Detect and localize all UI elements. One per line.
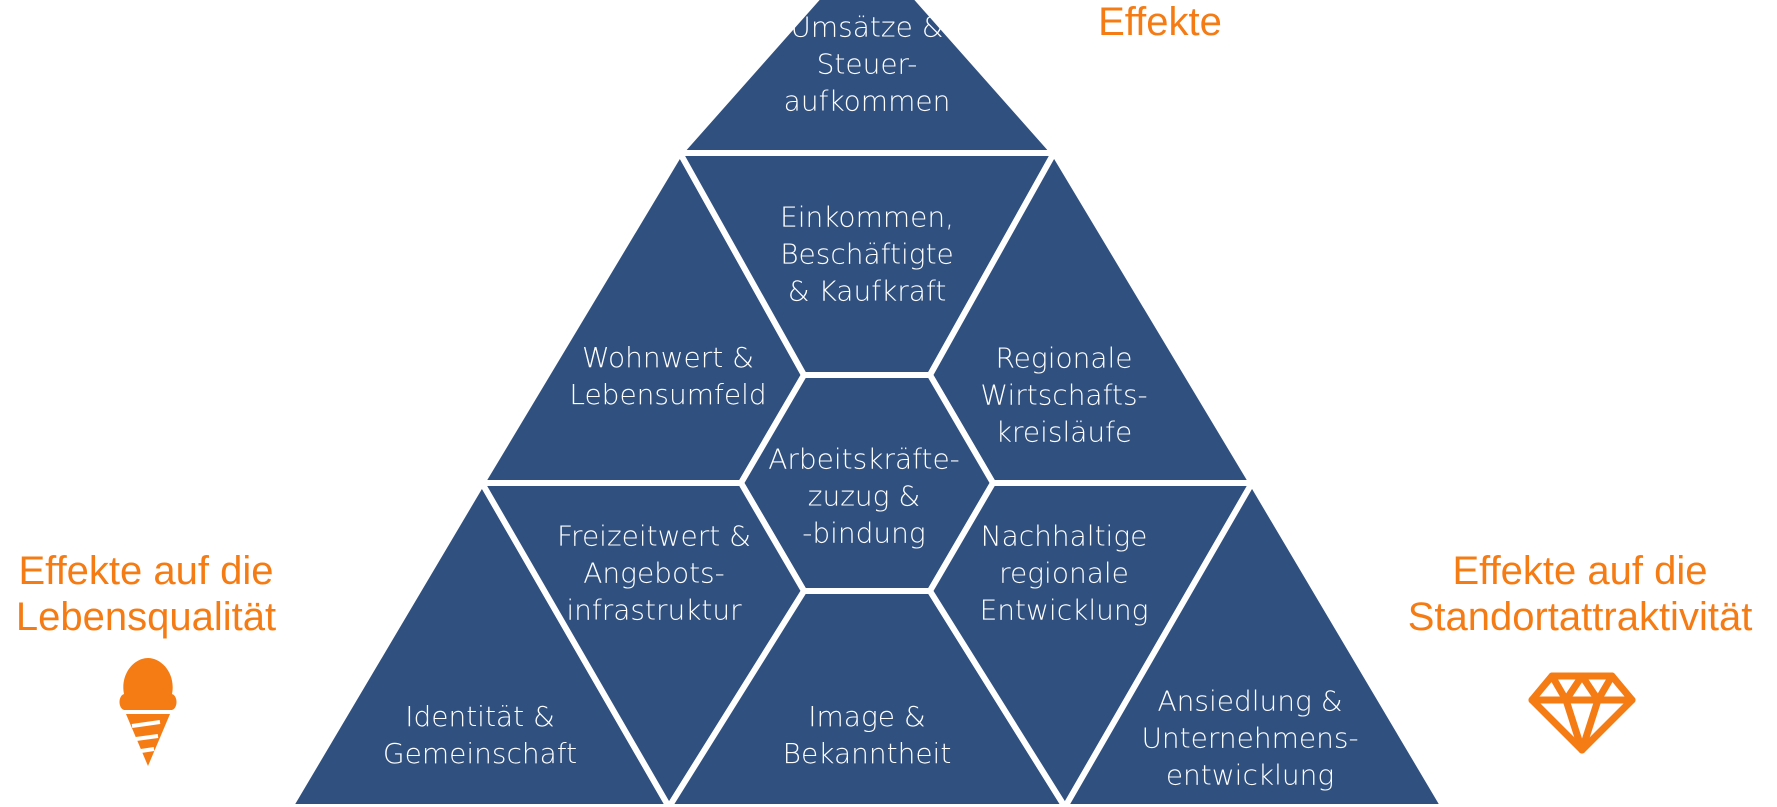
left-label: Effekte auf die Lebensqualität: [15, 549, 277, 639]
segment-settlement: [1061, 477, 1448, 807]
segment-housing-label: Wohnwert & Lebensumfeld: [569, 341, 767, 411]
segment-leisure-label: Freizeitwert & Angebots- infrastruktur: [556, 519, 752, 627]
segment-image-label: Image & Bekanntheit: [782, 700, 952, 770]
segment-top-label: Umsätze & Steuer- aufkommen: [783, 10, 951, 118]
diamond-icon: [1528, 672, 1636, 754]
ice-cream-icon: [119, 658, 177, 766]
segment-regional-cycles-label: Regionale Wirtschafts- kreisläufe: [980, 341, 1148, 449]
segment-identity-label: Identität & Gemeinschaft: [382, 700, 578, 770]
segment-settlement-label: Ansiedlung & Unternehmens- entwicklung: [1141, 684, 1359, 792]
segment-workforce-label: Arbeitskräfte- zuzug & -bindung: [768, 442, 960, 550]
top-label: Effekte: [1098, 0, 1222, 44]
segment-sustainable-label: Nachhaltige regionale Entwicklung: [979, 519, 1149, 627]
segment-income-label: Einkommen, Beschäftigte & Kaufkraft: [780, 200, 954, 308]
right-label: Effekte auf die Standortattraktivität: [1407, 549, 1753, 639]
